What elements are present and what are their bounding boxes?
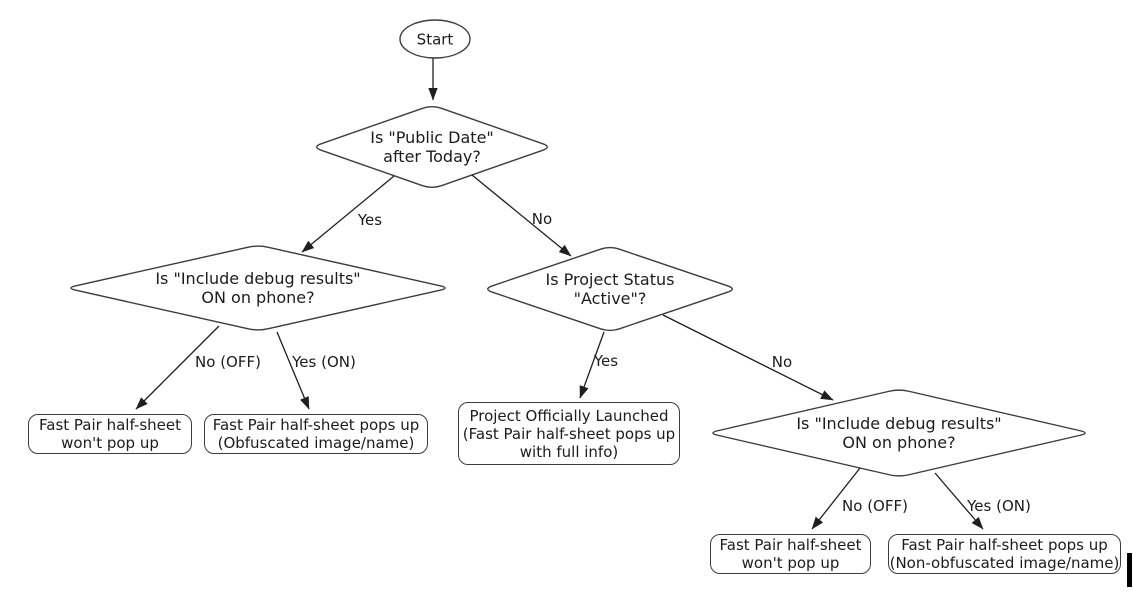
result-box-non-obfuscated: Fast Pair half-sheet pops up (Non-obfusc… — [888, 534, 1121, 574]
decision-debug-right-label: Is "Include debug results" ON on phone? — [796, 414, 1001, 452]
result-line: Fast Pair half-sheet pops up — [901, 536, 1108, 554]
edge-public-date-no — [471, 174, 572, 257]
edge-project-status-yes — [579, 331, 605, 399]
edge-debug-right-no — [811, 467, 861, 530]
decision-debug-left-shape — [70, 245, 446, 331]
result-line: Project Officially Launched — [469, 406, 669, 425]
edge-debug-right-yes — [934, 472, 984, 530]
result-box-launched: Project Officially Launched (Fast Pair h… — [458, 402, 680, 465]
result-line: won't pop up — [61, 434, 159, 452]
decision-line: ON on phone? — [201, 288, 315, 307]
edge-label-debug-left-no: No (OFF) — [195, 353, 261, 371]
decision-debug-right-shape — [712, 389, 1086, 477]
decision-line: Is "Include debug results" — [155, 269, 361, 288]
decision-debug-left-label: Is "Include debug results" ON on phone? — [155, 269, 360, 307]
decision-line: Is "Public Date" — [370, 128, 494, 147]
result-line: with full info) — [519, 442, 619, 461]
decision-project-status-shape — [487, 246, 733, 332]
result-line: Fast Pair half-sheet — [39, 416, 181, 434]
result-line: (Fast Pair half-sheet pops up — [462, 424, 676, 443]
start-terminator-shape — [399, 19, 471, 59]
text-cursor-artifact — [1127, 553, 1132, 587]
edge-label-debug-right-no: No (OFF) — [842, 497, 908, 515]
edge-label-project-status-no: No — [771, 353, 793, 371]
result-line: Fast Pair half-sheet pops up — [212, 416, 420, 434]
edge-debug-left-yes — [276, 331, 310, 410]
decision-public-date-label: Is "Public Date" after Today? — [370, 128, 494, 166]
result-box-obfuscated: Fast Pair half-sheet pops up (Obfuscated… — [204, 414, 428, 454]
start-label-text: Start — [416, 30, 454, 49]
result-line: (Obfuscated image/name) — [217, 434, 415, 452]
decision-project-status-label: Is Project Status "Active"? — [546, 270, 675, 308]
result-line: (Non-obfuscated image/name) — [889, 554, 1120, 572]
edge-debug-left-no — [135, 325, 220, 410]
start-terminator-label: Start — [416, 30, 454, 49]
decision-line: Is "Include debug results" — [796, 414, 1002, 433]
edge-public-date-yes — [301, 175, 395, 253]
edge-label-public-date-yes: Yes — [357, 211, 383, 229]
decision-line: Is Project Status — [545, 270, 675, 289]
edge-label-public-date-no: No — [531, 210, 553, 228]
decision-line: ON on phone? — [842, 433, 956, 452]
decision-line: after Today? — [383, 147, 481, 166]
decision-line: "Active"? — [573, 289, 647, 308]
decision-public-date-shape — [316, 105, 548, 189]
edge-label-debug-left-yes: Yes (ON) — [292, 353, 356, 371]
result-line: won't pop up — [741, 554, 840, 572]
result-line: Fast Pair half-sheet — [719, 536, 862, 554]
edge-project-status-no — [662, 314, 834, 401]
result-box-no-popup-right: Fast Pair half-sheet won't pop up — [710, 534, 871, 574]
result-box-no-popup-left: Fast Pair half-sheet won't pop up — [28, 414, 192, 454]
edge-label-project-status-yes: Yes — [593, 352, 619, 370]
edge-label-debug-right-yes: Yes (ON) — [967, 497, 1031, 515]
